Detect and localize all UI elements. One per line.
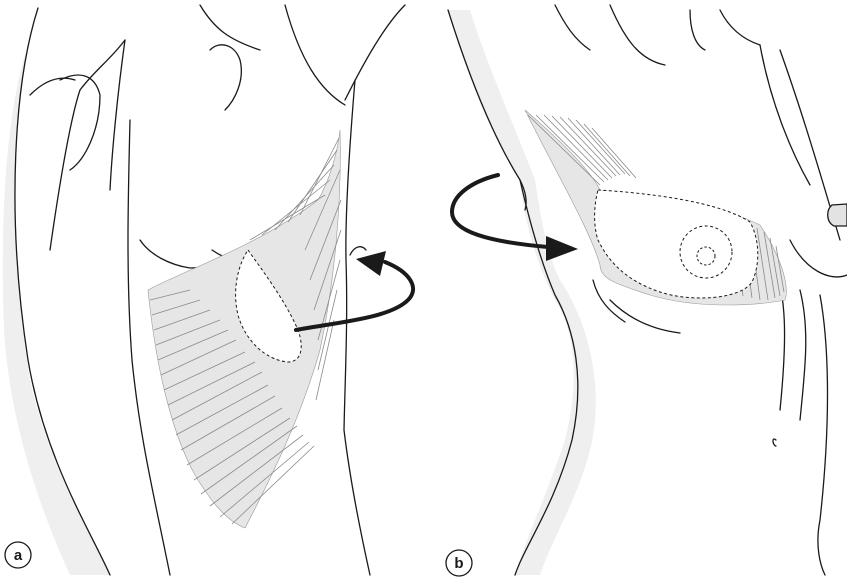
infra-fold-b: [610, 300, 680, 333]
arm-line-b: [690, 10, 705, 50]
panel-label-b: b: [446, 550, 472, 576]
shoulder-b: [610, 5, 665, 65]
arm-inner-a: [110, 40, 125, 190]
shoulder-curve-a: [50, 40, 125, 250]
contralateral-breast-b: [790, 240, 847, 277]
neck-a: [200, 5, 260, 50]
arm-shading-a: [3, 40, 110, 575]
panel-label-b-text: b: [454, 555, 463, 572]
panel-label-a-text: a: [14, 547, 23, 564]
shoulder-top-a: [285, 5, 345, 105]
abdomen-b: [818, 295, 828, 575]
nipple-b: [828, 204, 847, 226]
back-shading-b: [448, 10, 596, 575]
panel-label-a: a: [5, 542, 31, 568]
flank-a: [350, 247, 366, 255]
arm-b: [555, 5, 590, 50]
arm-front-b: [720, 10, 760, 45]
navel-b: [773, 439, 776, 446]
muscle-fan-b: [525, 110, 786, 305]
lateral-curve-b: [593, 280, 625, 322]
torso-right-a: [344, 80, 370, 575]
axilla-a: [30, 78, 75, 95]
rotation-arrow-b: [452, 175, 578, 261]
torso-line-b: [800, 290, 806, 420]
spine-curve-a: [210, 45, 241, 110]
